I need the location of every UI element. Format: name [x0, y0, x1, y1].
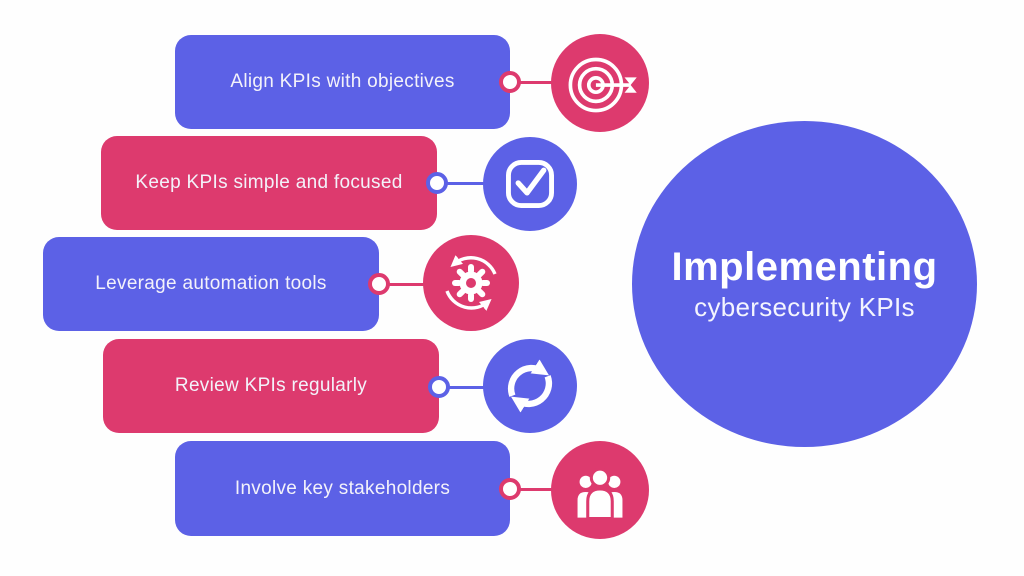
- title-heading: Implementing: [671, 244, 938, 289]
- checkbox-icon: [483, 137, 577, 231]
- connector-dot: [426, 172, 448, 194]
- title-subheading: cybersecurity KPIs: [694, 291, 915, 322]
- step-label: Involve key stakeholders: [234, 477, 451, 499]
- step-pill: Review KPIs regularly: [103, 339, 439, 433]
- connector-dot: [428, 376, 450, 398]
- automation-gear-icon: [423, 235, 519, 331]
- step-label: Align KPIs with objectives: [230, 71, 455, 92]
- connector-dot: [499, 71, 521, 93]
- step-pill: Align KPIs with objectives: [175, 35, 510, 129]
- people-icon: [551, 441, 649, 539]
- step-pill: Leverage automation tools: [43, 237, 379, 331]
- step-label: Leverage automation tools: [95, 273, 327, 294]
- connector-dot: [499, 478, 521, 500]
- connector-dot: [368, 273, 390, 295]
- step-label: Keep KPIs simple and focused: [135, 172, 403, 193]
- target-icon: [551, 34, 649, 132]
- step-label: Review KPIs regularly: [174, 375, 368, 396]
- step-pill: Keep KPIs simple and focused: [101, 136, 437, 230]
- refresh-icon: [483, 339, 577, 433]
- title-circle: Implementing cybersecurity KPIs: [632, 121, 977, 447]
- step-pill: Involve key stakeholders: [175, 441, 510, 536]
